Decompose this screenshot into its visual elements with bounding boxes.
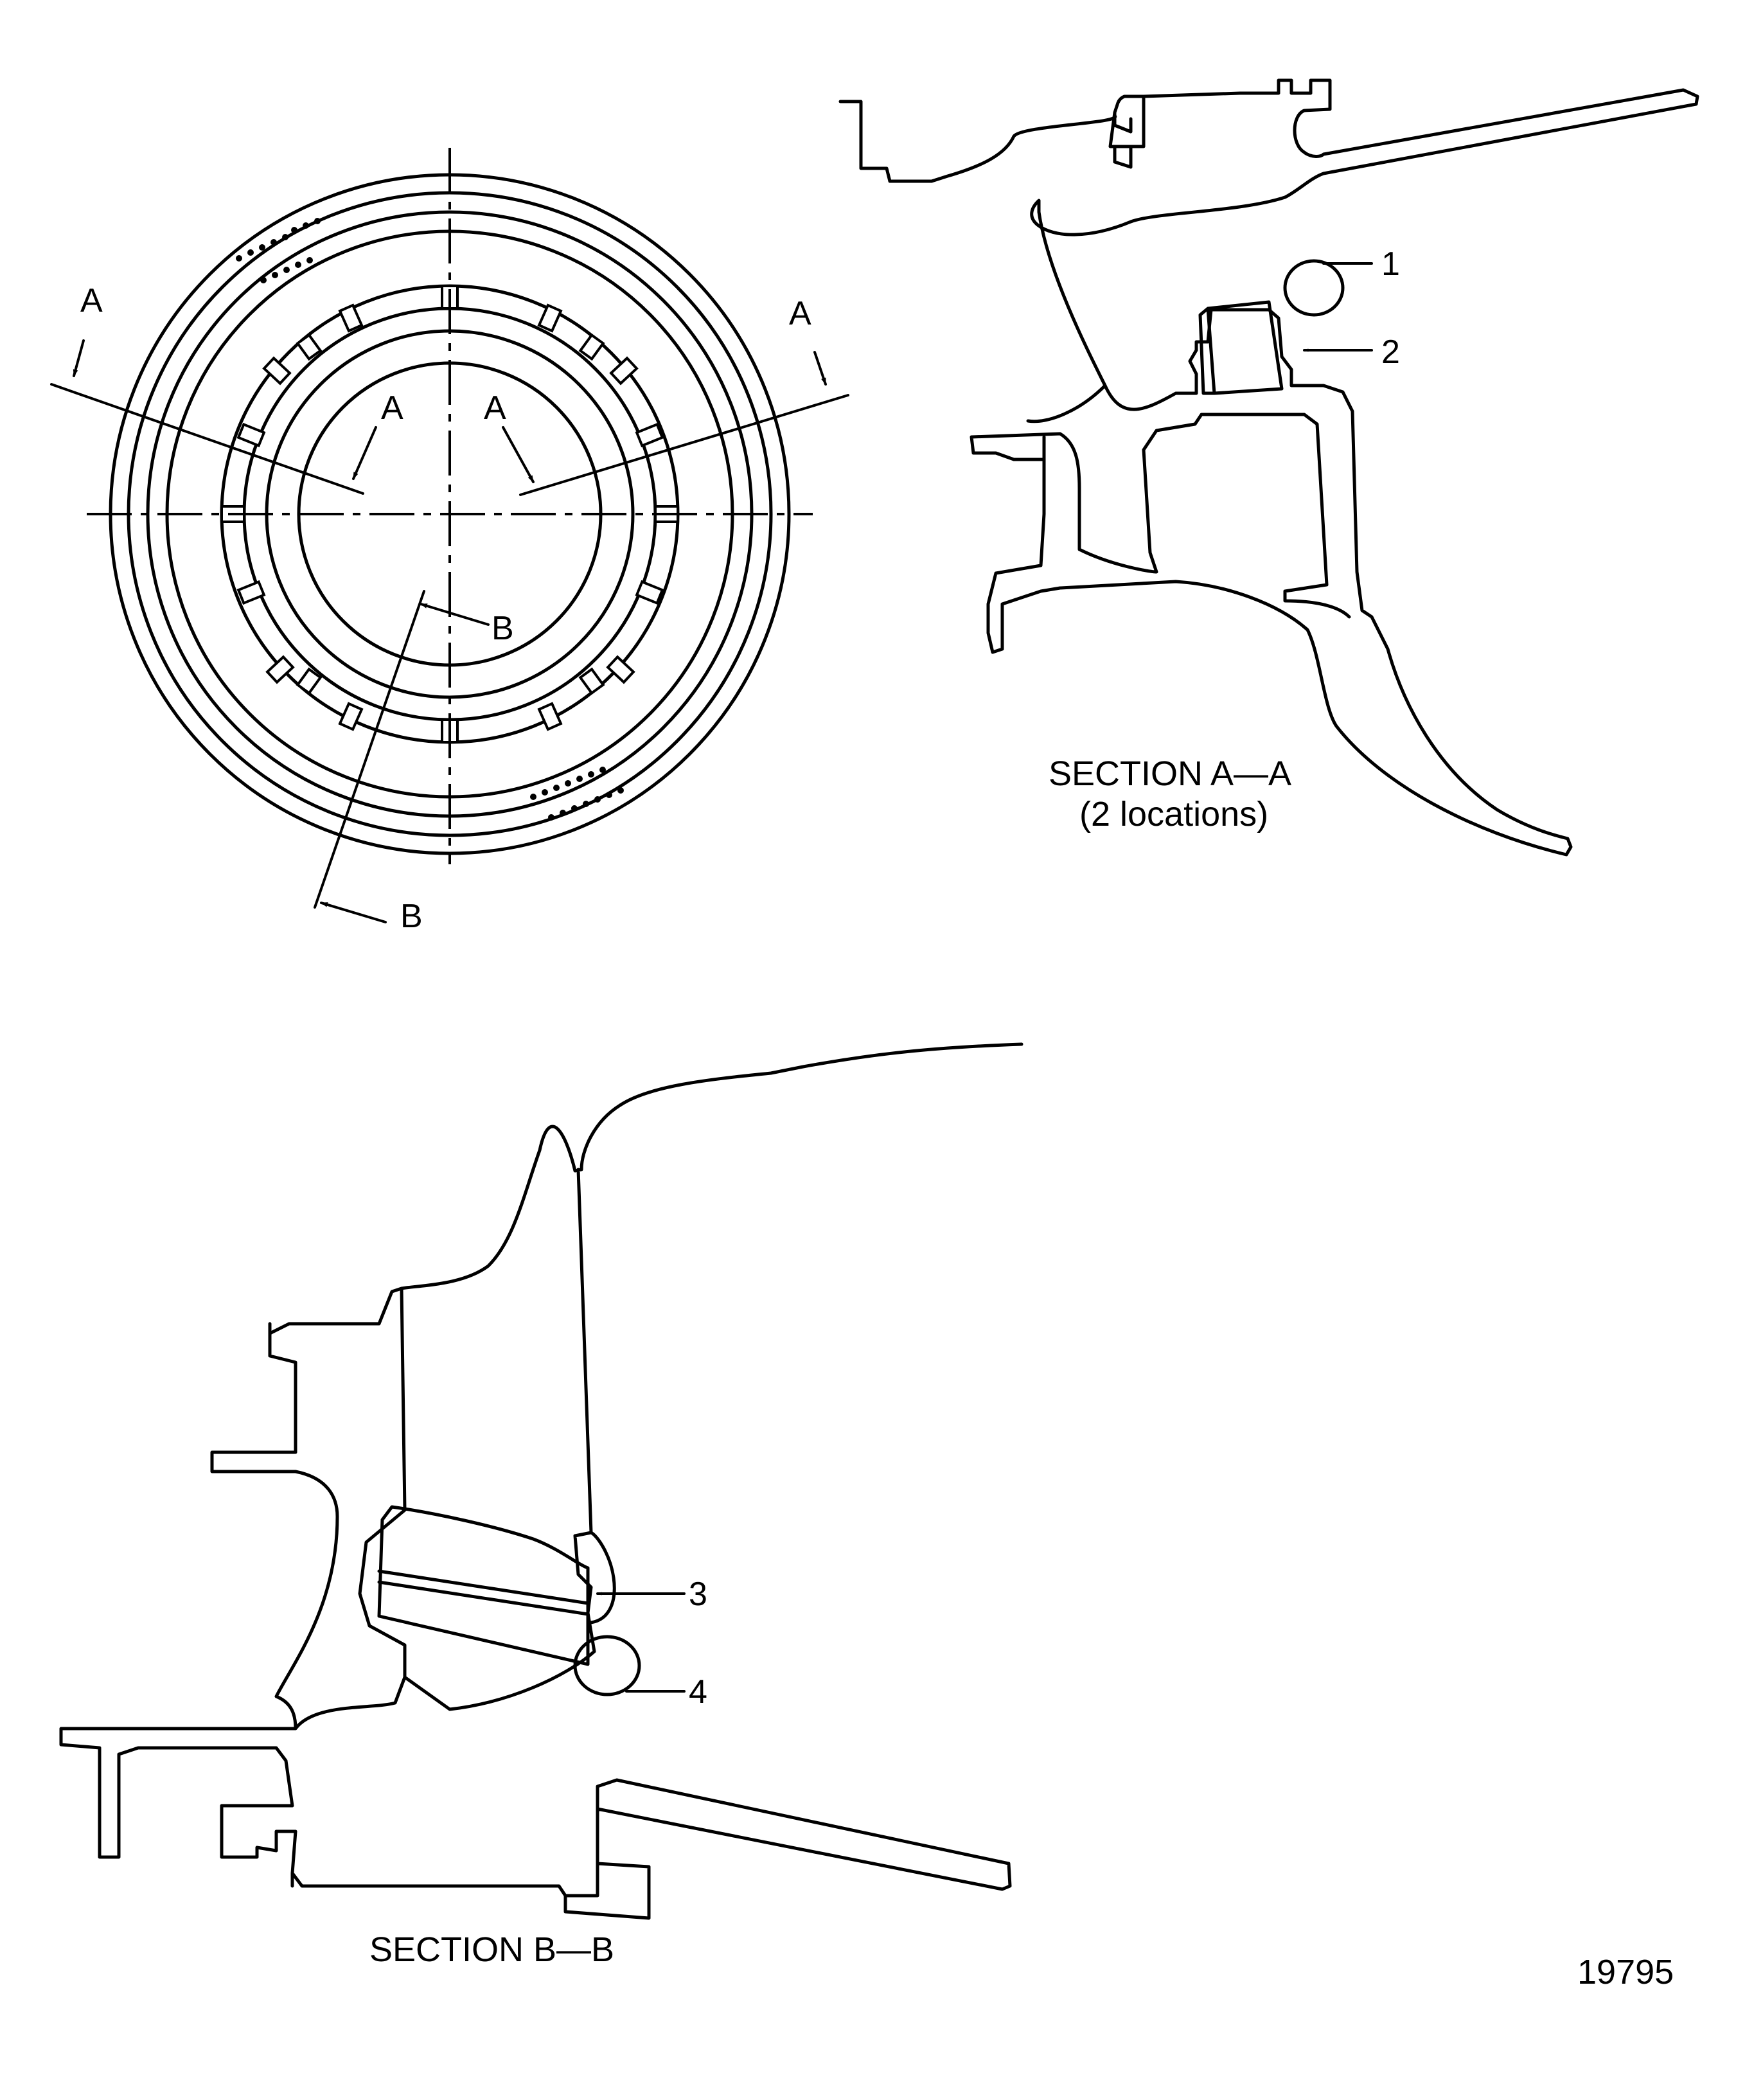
callout-1-label: 1 [1381,245,1400,283]
section-b-mark: B [492,610,514,647]
plan-centerlines [87,148,813,864]
callout-2-label: 2 [1381,334,1400,371]
callout-bubble-4 [573,1635,641,1696]
callout-bubble-1 [1283,259,1345,317]
section-b-title: SECTION B—B [369,1930,614,1969]
section-a-outline [838,78,1699,857]
callout-3-label: 3 [689,1576,707,1613]
plan-section-labels: A A A A B B [80,282,811,935]
section-a-mark: A [789,295,811,332]
section-a-a: 1 2 SECTION A—A (2 locations) [838,78,1699,857]
section-b-outline [59,1042,1023,1920]
section-b-b: 3 4 SECTION B—B [59,1042,1023,1969]
section-b-mark: B [400,898,423,935]
section-a-mark: A [484,389,506,427]
section-a-subtitle: (2 locations) [1079,795,1268,833]
callout-4-label: 4 [689,1673,707,1711]
plan-section-lines [50,339,849,923]
roller-cage [377,1505,590,1666]
section-a-mark: A [80,282,103,319]
plan-view: A A A A B B [50,148,849,935]
plan-hole-rows [236,218,624,821]
figure-number: 19795 [1577,1953,1674,1991]
section-a-title: SECTION A—A [1049,754,1291,793]
plan-slots [220,285,679,743]
section-a-mark: A [381,389,403,427]
bearing-block [1198,300,1284,395]
